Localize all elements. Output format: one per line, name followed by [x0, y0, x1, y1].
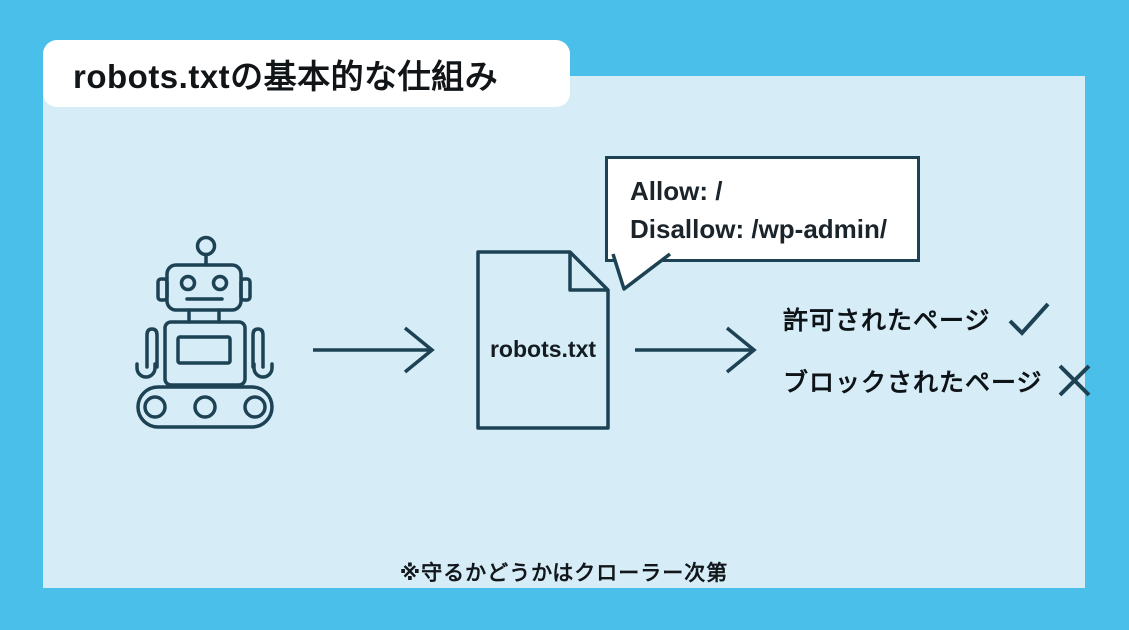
file-document-icon [476, 250, 610, 430]
speech-bubble-tail [611, 252, 672, 291]
arrow-right-icon [313, 326, 435, 374]
page-title: robots.txtの基本的な仕組み [73, 57, 499, 95]
result-blocked: ブロックされたページ [783, 362, 1093, 399]
rule-allow: Allow: / [630, 176, 723, 206]
allowed-page-label: 許可されたページ [783, 307, 991, 335]
check-icon [1008, 302, 1050, 336]
result-allowed: 許可されたページ [783, 300, 1052, 338]
rule-disallow: Disallow: /wp-admin/ [630, 214, 888, 244]
arrow-right-icon [635, 326, 757, 374]
blocked-page-label: ブロックされたページ [783, 368, 1043, 397]
file-name-label: robots.txt [489, 336, 597, 362]
cross-icon [1058, 364, 1090, 397]
robot-crawler-icon [135, 235, 274, 429]
speech-bubble: Allow: / Disallow: /wp-admin/ [605, 156, 920, 262]
title-box: robots.txtの基本的な仕組み [43, 40, 570, 107]
footnote: ※守るかどうかはクローラー次第 [399, 562, 729, 585]
